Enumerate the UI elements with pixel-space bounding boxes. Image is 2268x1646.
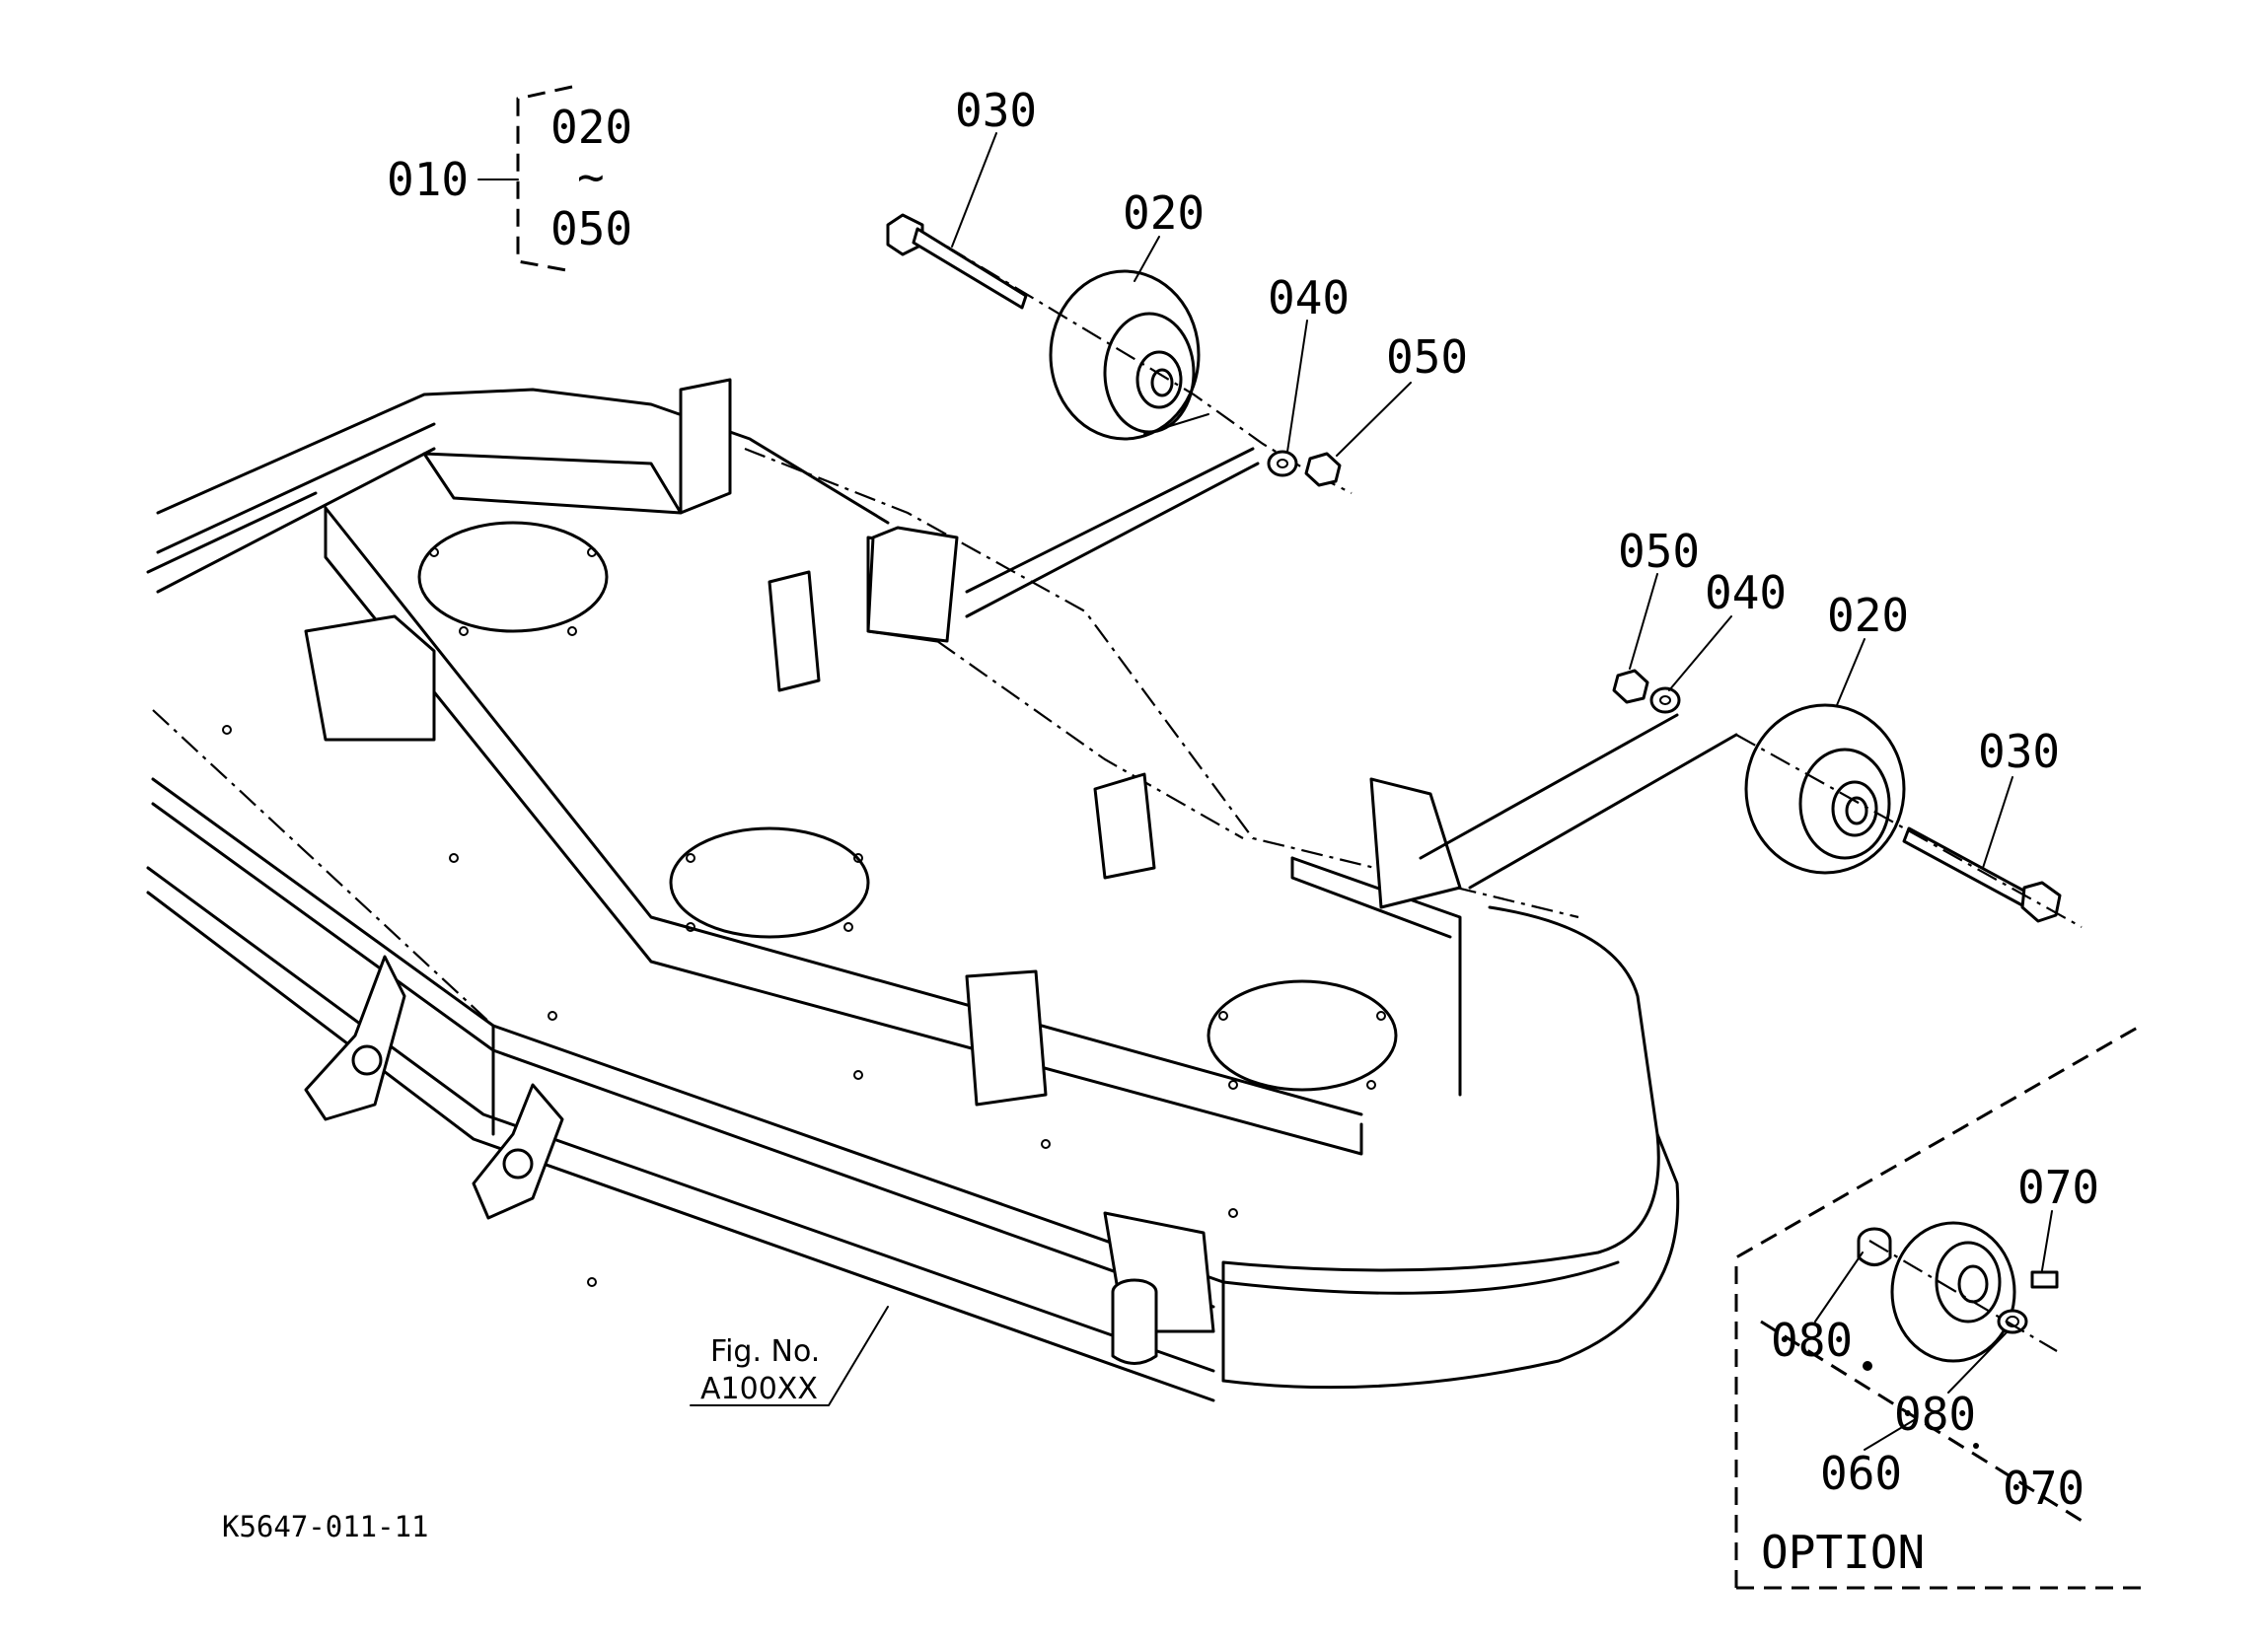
callout-030: 030 [955,84,1037,137]
nut-icon [1612,669,1649,704]
callout-040: 040 [1268,271,1350,324]
callout-020: 020 [1123,186,1205,240]
blade-openings [222,521,1398,1287]
nut-icon [1304,452,1342,487]
grease-fitting-icon [2030,1270,2059,1289]
callout-070a: 070 [2017,1161,2099,1214]
deck-brackets [304,378,1462,1365]
figure-ref-line2: A100XX [700,1372,818,1406]
wheel-icon [1049,269,1201,441]
callout-range-end: 050 [550,202,632,255]
wheel-assembly-right [1419,669,2083,928]
callout-080a: 080 [1771,1314,1853,1367]
callout-010: 010 [387,153,469,206]
callout-030b: 030 [1978,725,2060,778]
bolt-icon [886,213,1028,310]
wheel-assembly-left [886,213,1353,618]
wheel-icon [1890,1221,2016,1363]
bushing-icon [1997,1309,2028,1334]
bushing-icon [1857,1227,1892,1266]
callout-020b: 020 [1827,589,1909,642]
figure-ref-line1: Fig. No. [710,1334,820,1369]
washer-icon [1267,450,1298,477]
callout-070b: 070 [2003,1462,2085,1515]
drawing-code: K5647-011-11 [222,1510,429,1543]
hitch-arms [304,955,564,1220]
mower-deck [146,388,1680,1402]
option-box: OPTION 070 080 080 060 070 [1734,1024,2142,1590]
washer-icon [1649,686,1681,714]
callout-range-symbol: ~ [577,150,605,203]
callout-040b: 040 [1705,566,1787,619]
figure-reference: Fig. No. A100XX [690,1306,889,1406]
option-title: OPTION [1761,1526,1925,1579]
callout-range-start: 020 [550,101,632,154]
callout-labels: 010 020 ~ 050 030 020 040 050 050 040 02… [387,84,2060,869]
callout-080b: 080 [1894,1388,1976,1441]
callout-050: 050 [1386,330,1468,384]
wheel-icon [1744,703,1906,875]
bolt-icon [1902,826,2062,923]
callout-060: 060 [1820,1447,1902,1500]
callout-050b: 050 [1618,525,1700,578]
